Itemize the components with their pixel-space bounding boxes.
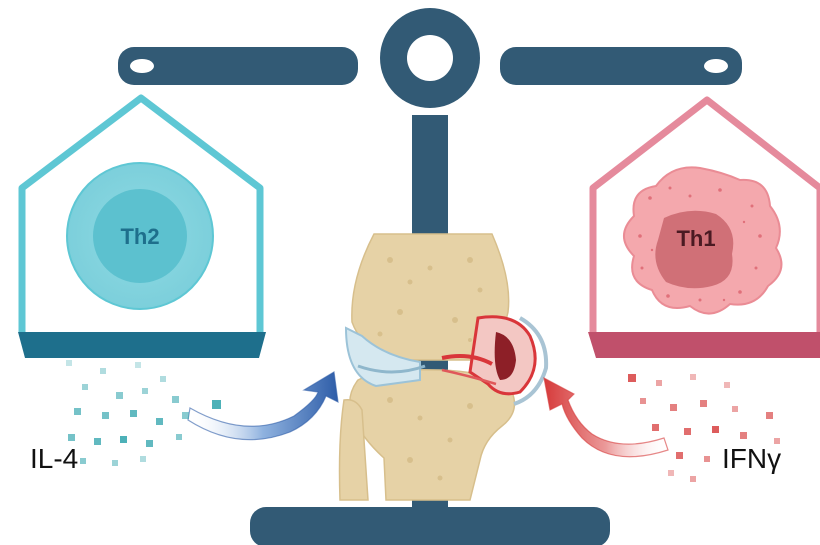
left-pan-tray bbox=[18, 332, 266, 358]
scale-pivot bbox=[380, 8, 480, 108]
il4-label: IL-4 bbox=[30, 443, 78, 474]
scale-beam-left bbox=[118, 47, 358, 85]
right-pan-tray bbox=[588, 332, 820, 358]
right-pan: Th1 bbox=[588, 100, 820, 358]
scale-beam-right bbox=[500, 47, 742, 85]
th1-cell-label: Th1 bbox=[676, 226, 715, 251]
curved-arrow-icon bbox=[188, 372, 338, 440]
ifng-label: IFNγ bbox=[722, 443, 781, 474]
th2-cell-icon: Th2 bbox=[67, 163, 213, 309]
left-pan: Th2 bbox=[18, 98, 266, 358]
th2-cell-label: Th2 bbox=[120, 224, 159, 249]
curved-arrow-icon bbox=[544, 378, 668, 457]
